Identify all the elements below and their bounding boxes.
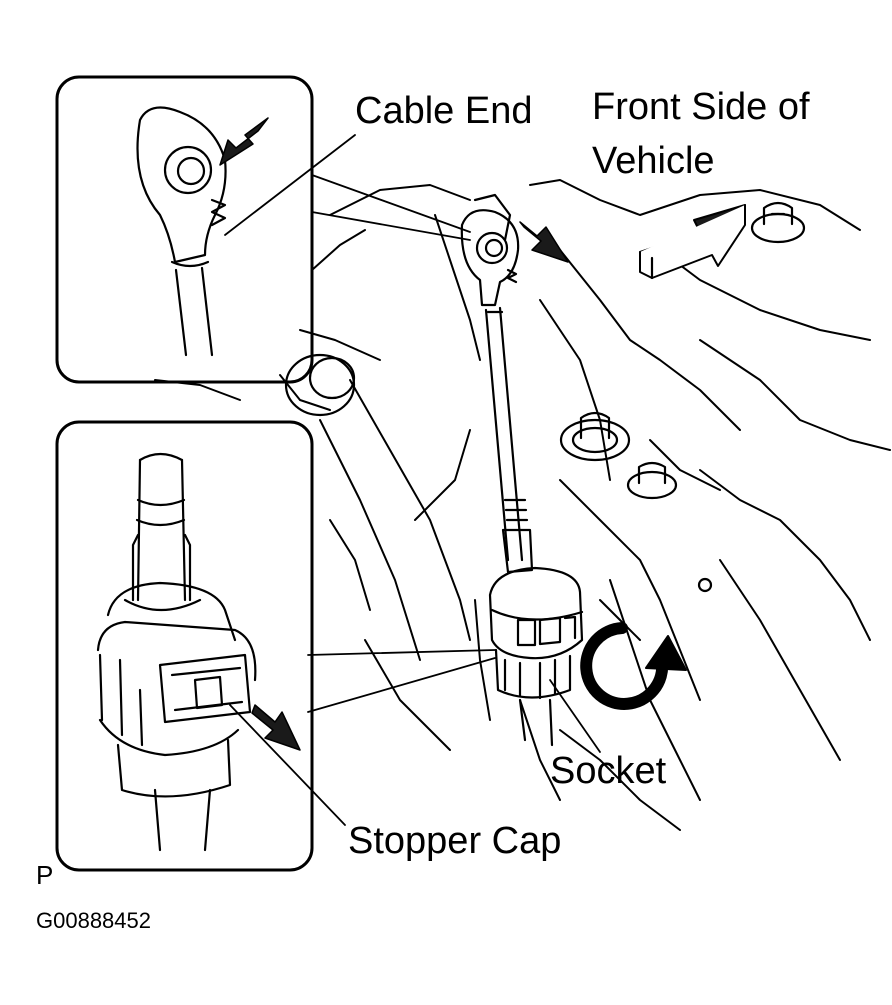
bolt-head xyxy=(626,461,678,500)
inset-cable-end xyxy=(55,75,314,384)
small-hole xyxy=(697,577,713,593)
rotation-arrow-icon xyxy=(580,622,687,710)
bolt-heads xyxy=(559,201,806,593)
label-cable-end: Cable End xyxy=(355,90,533,132)
bolt-head xyxy=(750,201,806,244)
figure-code: G00888452 xyxy=(36,908,151,933)
housing-boss xyxy=(284,353,356,417)
label-socket: Socket xyxy=(550,750,667,792)
label-front-side-line2: Vehicle xyxy=(592,140,715,182)
label-stopper-cap: Stopper Cap xyxy=(348,820,562,862)
cable-assembly xyxy=(460,193,584,747)
label-front-side-line1: Front Side of xyxy=(592,86,810,128)
housing-outline xyxy=(154,179,891,831)
leader-lines xyxy=(224,134,601,826)
inset-stopper-cap xyxy=(55,420,314,872)
label-view-marker: P xyxy=(36,860,54,890)
bolt-head xyxy=(559,411,631,462)
arrow-front-of-vehicle xyxy=(639,204,746,280)
arrow-release-direction xyxy=(519,221,569,263)
